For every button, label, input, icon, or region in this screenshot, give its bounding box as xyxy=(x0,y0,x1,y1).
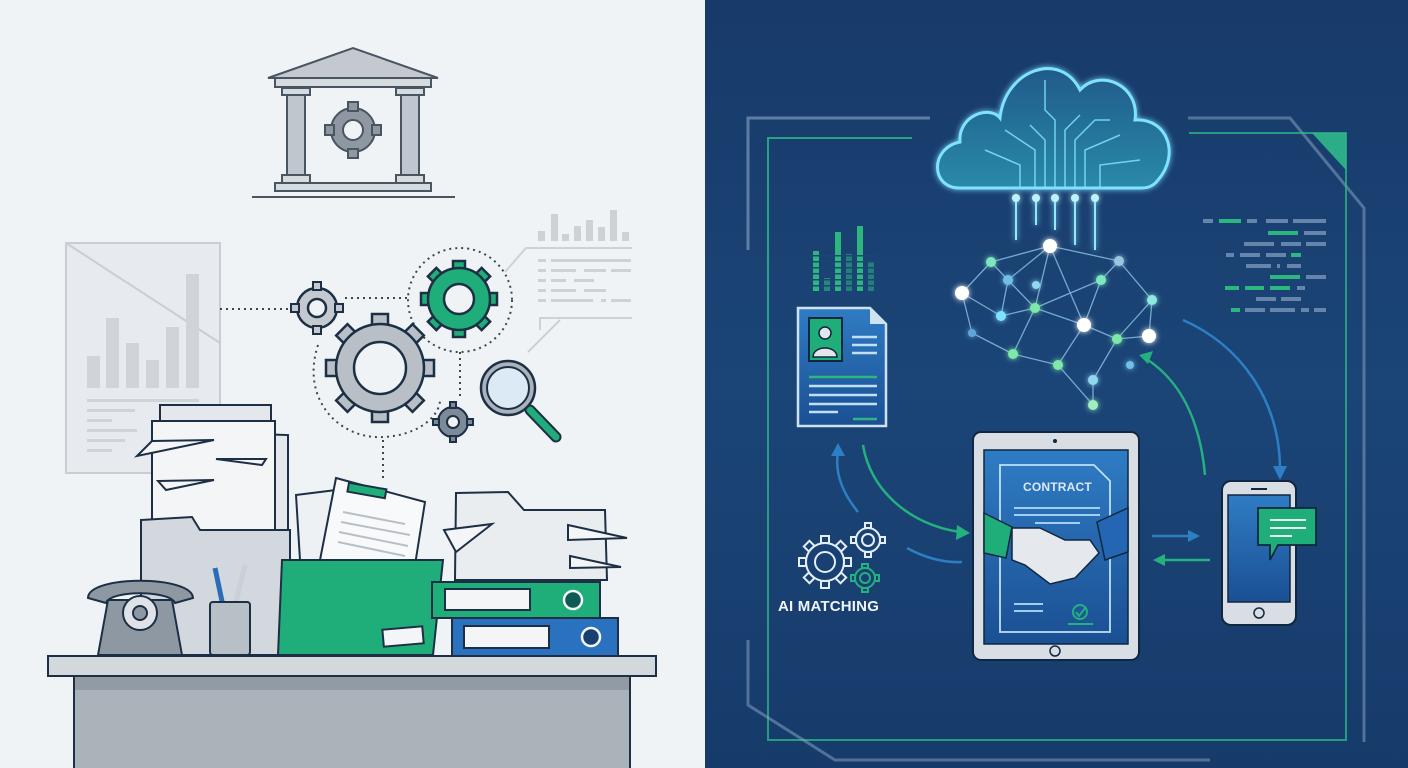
gear-large-icon xyxy=(324,312,436,424)
gear-tiny-icon xyxy=(432,401,474,443)
telephone-icon xyxy=(86,579,195,656)
dotted-connectors xyxy=(220,247,513,480)
glass-frame xyxy=(746,116,1366,762)
tablet-contract-icon xyxy=(972,431,1140,661)
circuit-cloud-icon xyxy=(936,67,1171,250)
flow-arrows xyxy=(831,318,1287,566)
equalizer-bars-icon xyxy=(810,226,878,291)
gear-green-icon xyxy=(419,259,499,339)
resume-document-icon xyxy=(796,306,888,428)
magnifier-icon xyxy=(479,359,562,443)
ai-matching-gears-icon xyxy=(798,522,886,593)
binder-blue-icon xyxy=(451,617,619,657)
gear-small-icon xyxy=(290,281,344,335)
paper-pile-icon xyxy=(442,490,628,581)
green-folder-icon xyxy=(276,476,445,656)
desk-icon xyxy=(47,655,657,768)
contract-label: CONTRACT xyxy=(1023,480,1092,494)
pen-holder-icon xyxy=(209,564,251,656)
binder-green-icon xyxy=(431,581,601,619)
institution-icon xyxy=(252,46,455,198)
code-lines-icon xyxy=(1203,219,1326,312)
ai-matching-label: AI MATCHING xyxy=(778,598,880,615)
report-card-icon xyxy=(504,210,632,353)
smartphone-chat-icon xyxy=(1221,480,1317,626)
gear-icon xyxy=(324,101,382,159)
paper-stack-icon xyxy=(133,404,289,547)
neural-network-icon xyxy=(955,239,1157,410)
